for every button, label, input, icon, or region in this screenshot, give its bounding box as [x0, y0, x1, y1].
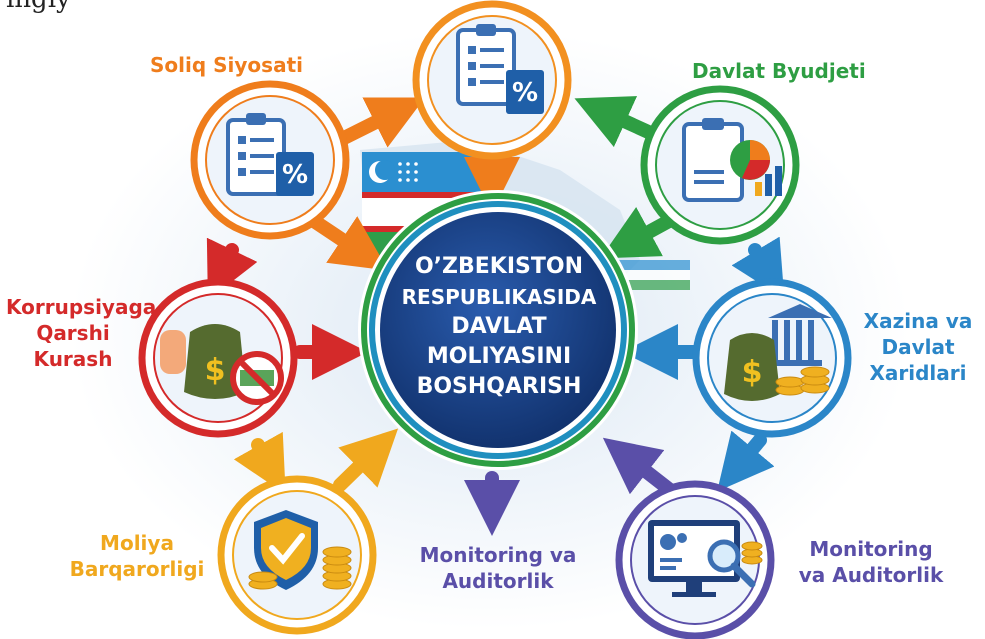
center-title-line-5: BOSHQARISH [416, 374, 582, 399]
shield-check-coins-icon [248, 510, 352, 590]
label-soliq-line-1: Soliq Siyosati [150, 53, 303, 77]
node-korrupsiya: $ [138, 278, 298, 438]
arrow-soliq-korrupsiya [206, 237, 258, 301]
stop-money-bribe-icon: $ [160, 324, 284, 405]
arrow-korrupsiya-moliya [233, 431, 286, 495]
label-korrupsiya-line-3: Kurash [33, 347, 113, 371]
label-xazina-line-2: Davlat [881, 335, 955, 359]
label-monitoring-line-1: Monitoring [809, 537, 933, 561]
node-budjet [640, 85, 800, 245]
label-korrupsiya-line-2: Qarshi [36, 321, 110, 345]
label-moliya-line-2: Barqarorligi [69, 557, 205, 581]
node-soliq: % [190, 80, 350, 240]
center-title: O’ZBEKISTON RESPUBLIKASIDA DAVLAT MOLIYA… [384, 252, 614, 402]
arrow-budjet-top [574, 96, 662, 148]
arrow-monitoring-center [602, 437, 677, 497]
svg-text:%: % [512, 78, 538, 108]
node-xazina: $ [692, 278, 852, 438]
tax-clipboard-percent-icon: % [456, 24, 544, 114]
arrow-soliq-top [333, 97, 426, 148]
label-xazina: Xazina va Davlat Xaridlari [856, 308, 980, 386]
budget-report-chart-icon [682, 118, 782, 202]
arrow-moliya-center [333, 428, 399, 492]
tax-clipboard-percent-icon: % [226, 113, 314, 196]
center-node [358, 190, 638, 470]
top-text-fragment: ingiy [6, 0, 71, 14]
label-moliya-line-1: Moliya [100, 531, 174, 555]
node-moliya [217, 475, 377, 635]
node-monitoring [615, 480, 775, 639]
label-korrupsiya: Korrupsiyaga Qarshi Kurash [6, 294, 157, 372]
map-flag-strip [610, 260, 690, 290]
svg-text:%: % [282, 160, 308, 190]
node-top: % [412, 0, 572, 160]
center-title-line-2: RESPUBLIKASIDA [401, 285, 597, 309]
label-monitoring-center-line-2: Auditorlik [442, 569, 554, 593]
treasury-bank-money-icon: $ [724, 304, 832, 401]
center-title-line-3: DAVLAT [451, 314, 547, 339]
label-monitoring-right: Monitoring va Auditorlik [796, 536, 946, 588]
svg-text:$: $ [205, 353, 226, 388]
label-soliq-siyosati: Soliq Siyosati [150, 52, 303, 78]
label-monitoring-center-line-1: Monitoring va [419, 543, 577, 567]
center-title-line-1: O’ZBEKISTON [414, 254, 583, 279]
arrow-xazina-monitoring [717, 430, 775, 492]
monitor-magnifier-gears-icon [648, 520, 763, 597]
label-xazina-line-1: Xazina va [863, 309, 973, 333]
label-korrupsiya-line-1: Korrupsiyaga [6, 295, 157, 319]
arrow-budjet-xazina [731, 236, 785, 300]
label-xazina-line-3: Xaridlari [869, 361, 967, 385]
label-budjet-line-1: Davlat Byudjeti [692, 59, 866, 83]
center-title-line-4: MOLIYASINI [426, 344, 572, 369]
label-davlat-byudjeti: Davlat Byudjeti [692, 58, 866, 84]
label-monitoring-center: Monitoring va Auditorlik [408, 542, 588, 594]
label-monitoring-line-2: va Auditorlik [798, 563, 944, 587]
label-moliya: Moliya Barqarorligi [62, 530, 212, 582]
svg-text:$: $ [742, 355, 763, 390]
